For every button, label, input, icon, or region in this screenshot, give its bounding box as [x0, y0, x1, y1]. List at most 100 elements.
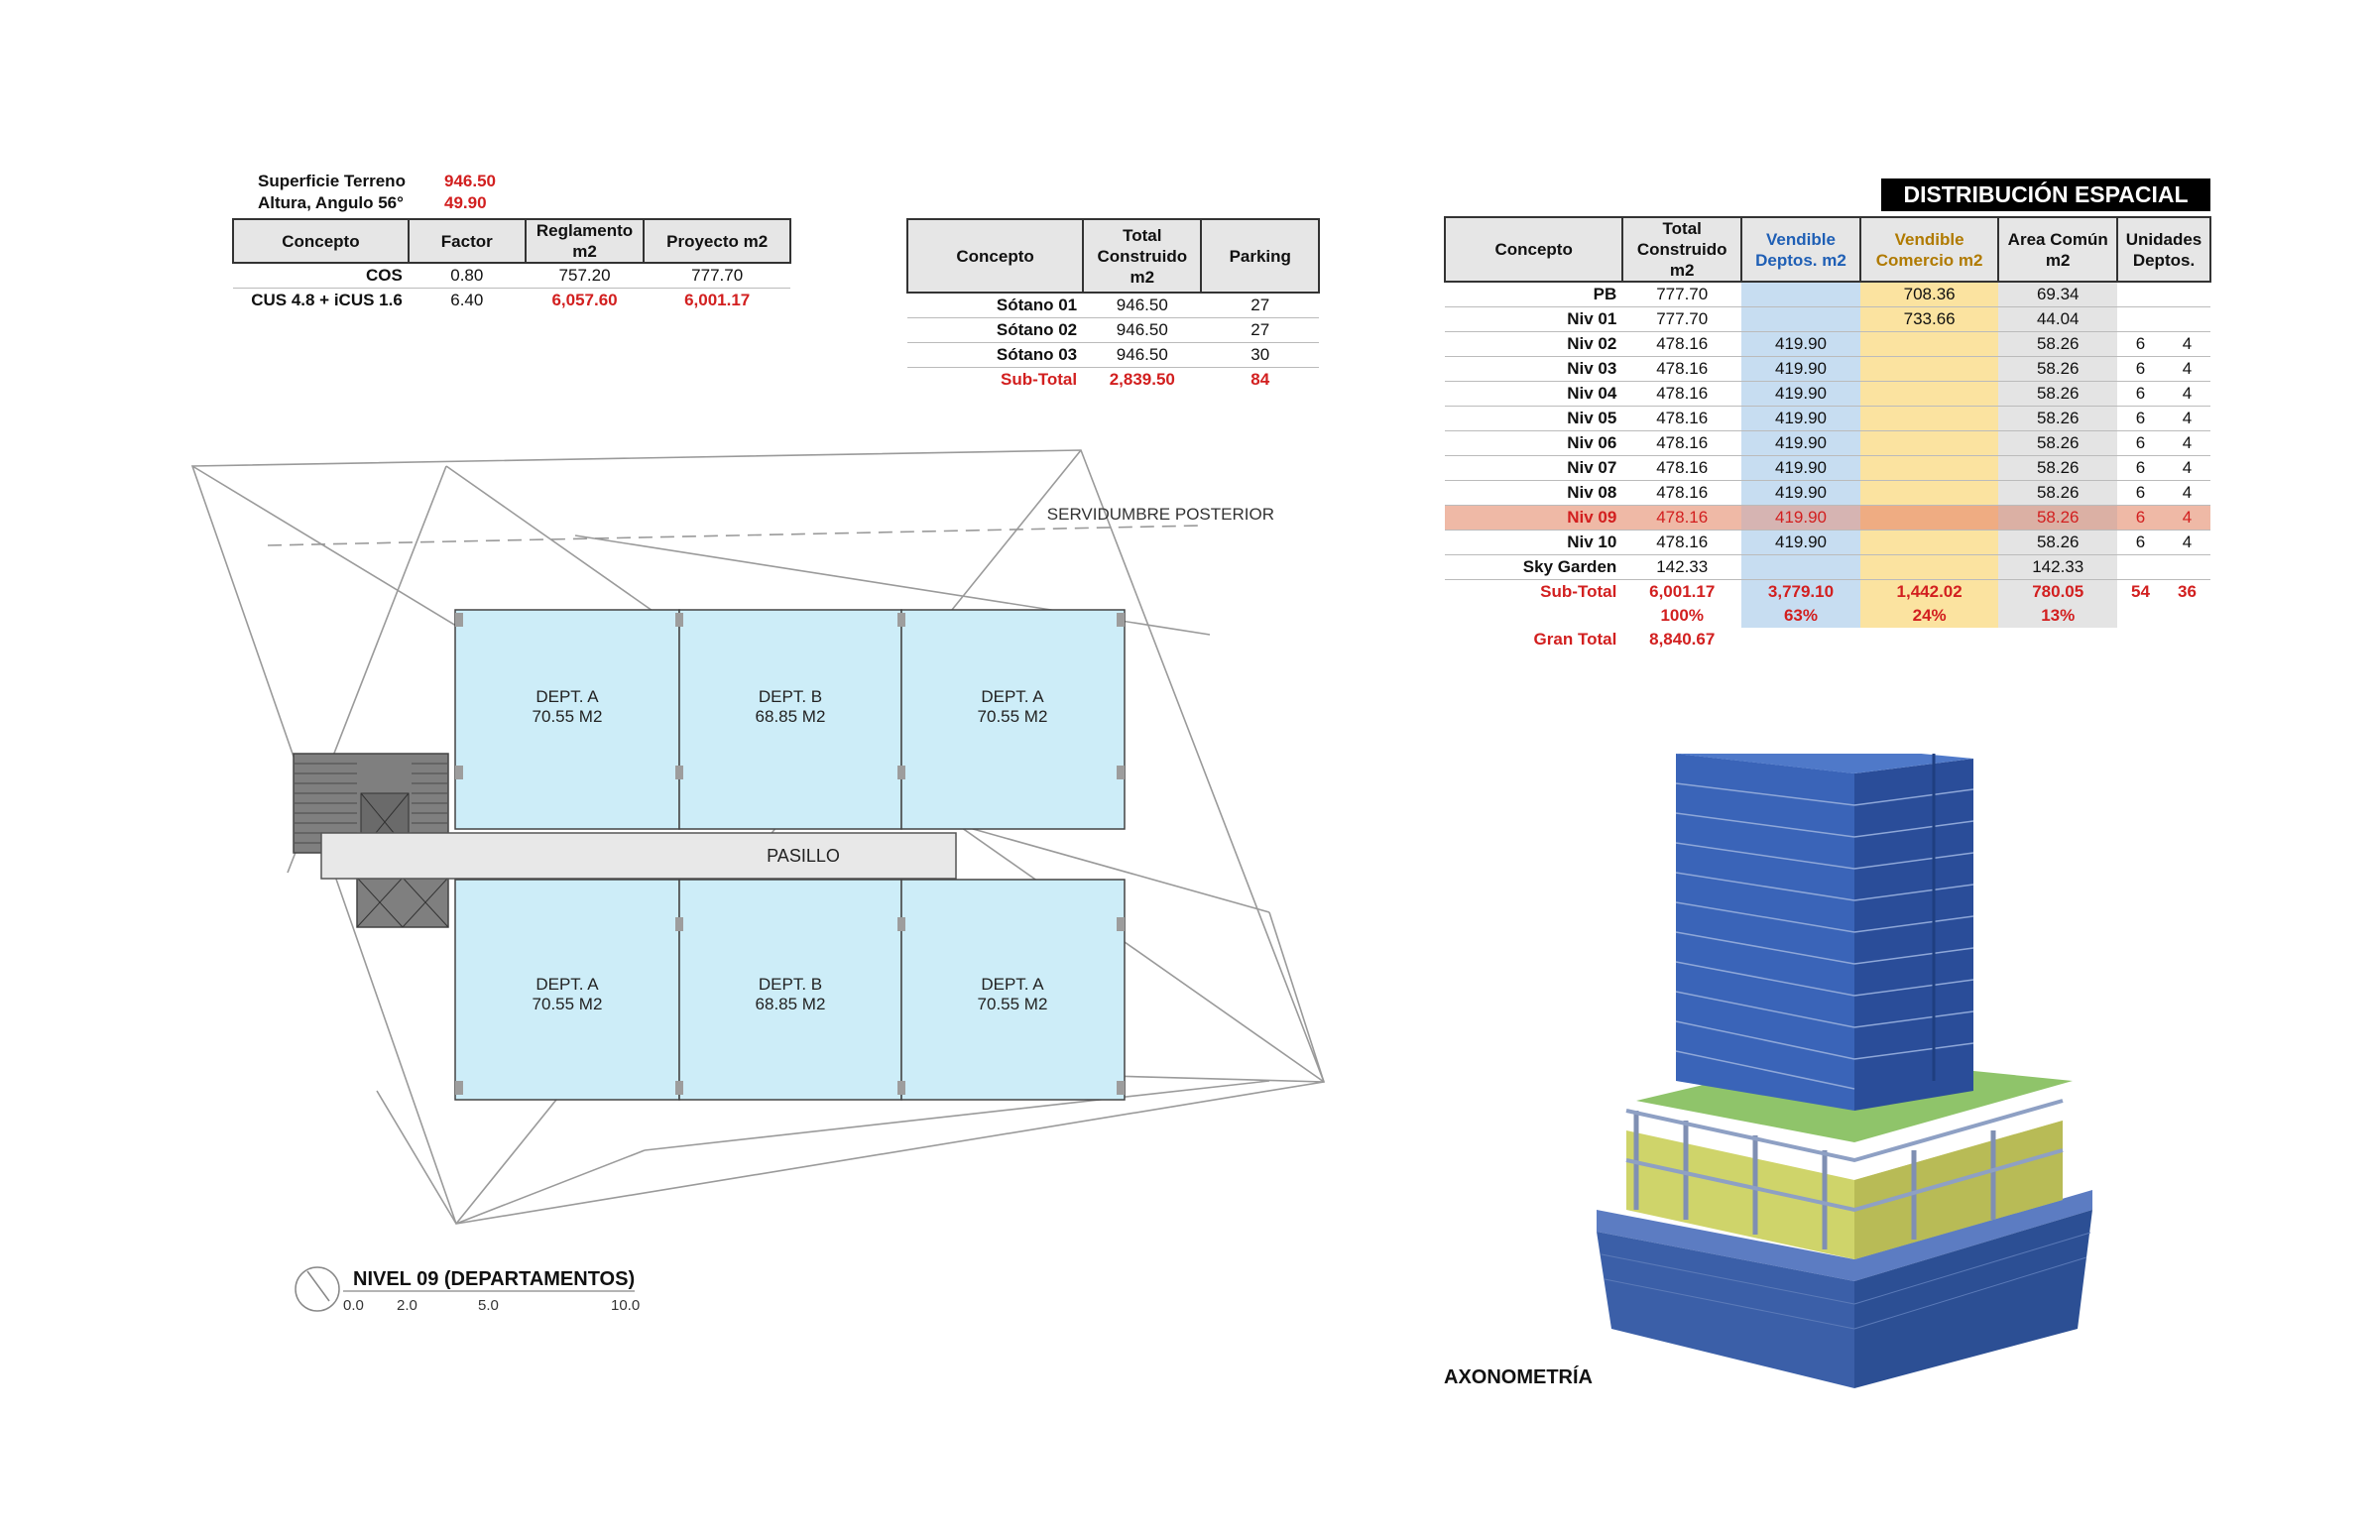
cell-comercio — [1859, 480, 1999, 506]
elevator-lower — [356, 877, 449, 928]
site-value: 946.50 — [444, 172, 496, 190]
cell-deptos: 419.90 — [1741, 406, 1860, 431]
unit-area: 70.55 M2 — [533, 995, 603, 1013]
cell-concepto: Niv 03 — [1445, 356, 1623, 382]
cell-total: 8,840.67 — [1649, 630, 1716, 649]
cell-unidades: 4 — [2163, 430, 2210, 456]
cell-deptos: 419.90 — [1741, 530, 1860, 555]
table-row: COS 0.80 757.20 777.70 — [233, 263, 790, 289]
cell-unidades — [2163, 554, 2210, 580]
col-header: Proyecto m2 — [643, 218, 791, 264]
subtotal-row: Sub-Total 6,001.17 3,779.10 1,442.02 780… — [1445, 579, 2210, 604]
cell-total: 6,001.17 — [1649, 582, 1716, 601]
cell-comun: 58.26 — [1998, 455, 2118, 481]
distribution-title: DISTRIBUCIÓN ESPACIAL — [1881, 178, 2210, 211]
site-info-row: Altura, Angulo 56° 49.90 — [254, 192, 500, 214]
percent-row: 100% 63% 24% 13% — [1445, 604, 2210, 628]
cell-comercio — [1859, 356, 1999, 382]
cell-concepto: CUS 4.8 + iCUS 1.6 — [251, 291, 403, 309]
col-header: Vendible Deptos. m2 — [1740, 216, 1861, 283]
corridor-label: PASILLO — [767, 846, 840, 866]
col-header: Parking — [1200, 218, 1320, 294]
site-label: Altura, Angulo 56° — [258, 193, 404, 212]
cell-unidades — [2163, 306, 2210, 332]
cell-total: 777.70 — [1622, 282, 1742, 307]
cell-unidades: 4 — [2163, 505, 2210, 531]
cell-comercio — [1859, 406, 1999, 431]
floor-plan: SERVIDUMBRE POSTERIOR PASILLO — [190, 449, 1326, 1314]
cell-comercio: 733.66 — [1859, 306, 1999, 332]
unit-cell — [678, 609, 902, 830]
unit-area: 70.55 M2 — [978, 707, 1048, 726]
cell-reglamento: 757.20 — [525, 263, 645, 289]
cell-comercio — [1859, 331, 1999, 357]
cell-comercio — [1859, 381, 1999, 407]
scale-tick: 10.0 — [611, 1297, 640, 1314]
cell-total: 946.50 — [1083, 342, 1202, 368]
cell-deptos: 3,779.10 — [1741, 579, 1860, 604]
unit-name: DEPT. A — [536, 975, 599, 994]
table-row: CUS 4.8 + iCUS 1.6 6.40 6,057.60 6,001.1… — [233, 289, 790, 313]
cell-parking: 84 — [1250, 370, 1270, 389]
cell-deptos: 419.90 — [1741, 356, 1860, 382]
cell-total: 478.16 — [1622, 406, 1742, 431]
scale-ticks: 0.0 2.0 5.0 10.0 — [343, 1297, 640, 1314]
table-row: Sótano 01 946.50 27 — [907, 293, 1319, 318]
cell-comun: 69.34 — [1998, 282, 2118, 307]
cell-deptos: 63% — [1741, 604, 1860, 628]
cell-total: 478.16 — [1622, 430, 1742, 456]
cell-comun: 58.26 — [1998, 356, 2118, 382]
cell-total: 946.50 — [1083, 317, 1202, 343]
cell-unidades — [2163, 282, 2210, 307]
cell-total: 478.16 — [1622, 331, 1742, 357]
tower-roof — [1676, 754, 1973, 773]
cell-unidades: 4 — [2163, 480, 2210, 506]
cell-total: 478.16 — [1622, 480, 1742, 506]
tower-left-face — [1676, 754, 1854, 1111]
cell-comun: 58.26 — [1998, 331, 2118, 357]
cell-comercio — [1859, 554, 1999, 580]
cell-comercio — [1859, 430, 1999, 456]
table-header: Concepto Factor Reglamento m2 Proyecto m… — [232, 218, 791, 264]
cell-concepto: Niv 01 — [1445, 306, 1623, 332]
unit-area: 70.55 M2 — [533, 707, 603, 726]
cell-deptos: 419.90 — [1741, 455, 1860, 481]
unit-name: DEPT. A — [981, 975, 1044, 994]
columns — [455, 613, 1125, 1095]
cell-total: 478.16 — [1622, 381, 1742, 407]
col-header: Total Construido m2 — [1082, 218, 1203, 294]
subtotal-row: Sub-Total 2,839.50 84 — [907, 368, 1319, 393]
cell-unidades: 4 — [2163, 455, 2210, 481]
unit-cell — [678, 879, 902, 1101]
cell-comercio — [1859, 530, 1999, 555]
cell-concepto: Niv 05 — [1445, 406, 1623, 431]
col-header: Concepto — [232, 218, 410, 264]
cell-comercio: 708.36 — [1859, 282, 1999, 307]
cell-unidades — [2117, 282, 2164, 307]
cell-concepto: Niv 06 — [1445, 430, 1623, 456]
podium-left — [1597, 1232, 1854, 1388]
col-header: Concepto — [905, 218, 1085, 294]
cell-unidades — [2117, 554, 2164, 580]
cell-comercio — [1859, 455, 1999, 481]
site-info: Superficie Terreno 946.50 Altura, Angulo… — [254, 171, 500, 214]
cell-unidades: 36 — [2178, 582, 2197, 601]
cell-concepto: Niv 10 — [1445, 530, 1623, 555]
cell-reglamento: 6,057.60 — [551, 291, 618, 309]
cell-total: 2,839.50 — [1109, 370, 1175, 389]
unit-cell — [454, 879, 680, 1101]
cell-total: 478.16 — [1622, 356, 1742, 382]
cell-parking: 30 — [1201, 342, 1319, 368]
col-header: Area Común m2 — [1997, 216, 2119, 283]
cell-unidades: 54 — [2131, 582, 2150, 601]
podium-right — [1854, 1210, 2092, 1388]
cell-comun: 58.26 — [1998, 530, 2118, 555]
cell-unidades: 6 — [2117, 356, 2164, 382]
cell-concepto: Sótano 02 — [907, 317, 1084, 343]
commerce-right — [1854, 1121, 2063, 1259]
